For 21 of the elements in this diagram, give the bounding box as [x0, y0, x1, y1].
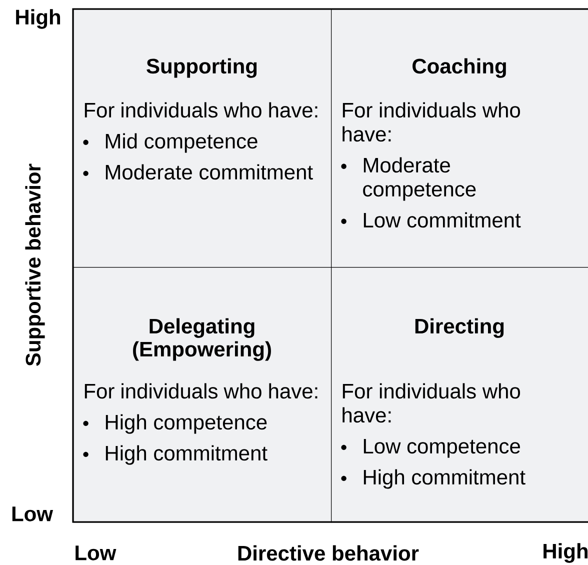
- intro-text: For individuals who have:: [84, 102, 318, 118]
- bullet-item: High commitment: [364, 469, 526, 489]
- axis-end-label: Low: [76, 546, 116, 560]
- intro-text: For individuals who have:: [84, 383, 318, 399]
- quadrant-heading: Supporting: [146, 58, 257, 78]
- bullet-item: Low competence: [364, 438, 520, 458]
- bullet-item: Low commitment: [364, 212, 521, 228]
- bullet-item: Moderate competence: [363, 157, 476, 201]
- axis-end-label: High: [544, 543, 588, 563]
- bullet-item: Moderate commitment: [106, 164, 313, 180]
- axis-end-label: Low: [12, 506, 54, 522]
- axis-title: Directive behavior: [238, 545, 419, 561]
- quadrant-heading: Coaching: [412, 58, 506, 78]
- intro-text: For individuals who have:: [342, 102, 520, 142]
- quadrant-heading: Delegating (Empowering): [133, 318, 271, 361]
- quadrant-heading: Directing: [415, 318, 504, 338]
- axis-title: Supportive behavior: [25, 164, 45, 366]
- bullet-item: Mid competence: [106, 133, 258, 153]
- intro-text: For individuals who have:: [342, 383, 520, 423]
- bullet-item: High competence: [106, 414, 267, 434]
- bullet-item: High commitment: [106, 445, 268, 465]
